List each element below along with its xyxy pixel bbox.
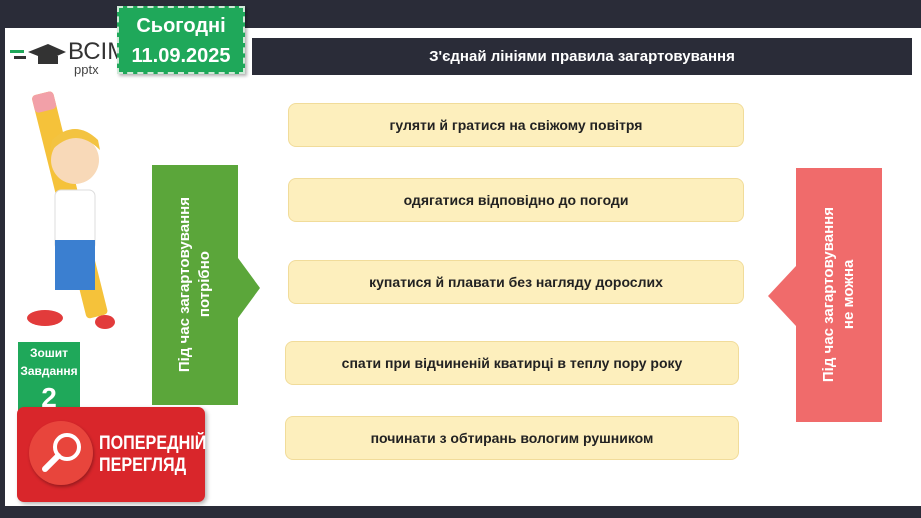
- magnifier-icon: [29, 421, 93, 485]
- option-5[interactable]: починати з обтирань вологим рушником: [285, 416, 739, 460]
- option-2[interactable]: одягатися відповідно до погоди: [288, 178, 744, 222]
- slide-title: З'єднай лініями правила загартовування: [252, 38, 912, 75]
- option-3[interactable]: купатися й плавати без нагляду дорослих: [288, 260, 744, 304]
- arrow-left-icon: [768, 266, 796, 326]
- graduation-cap-icon: [10, 44, 66, 64]
- arrow-right-icon: [238, 258, 260, 318]
- boy-with-pencil-illustration: [27, 91, 115, 329]
- option-4[interactable]: спати при відчиненій кватирці в теплу по…: [285, 341, 739, 385]
- logo: ВСІМ pptx: [10, 38, 127, 77]
- option-1[interactable]: гуляти й гратися на свіжому повітря: [288, 103, 744, 147]
